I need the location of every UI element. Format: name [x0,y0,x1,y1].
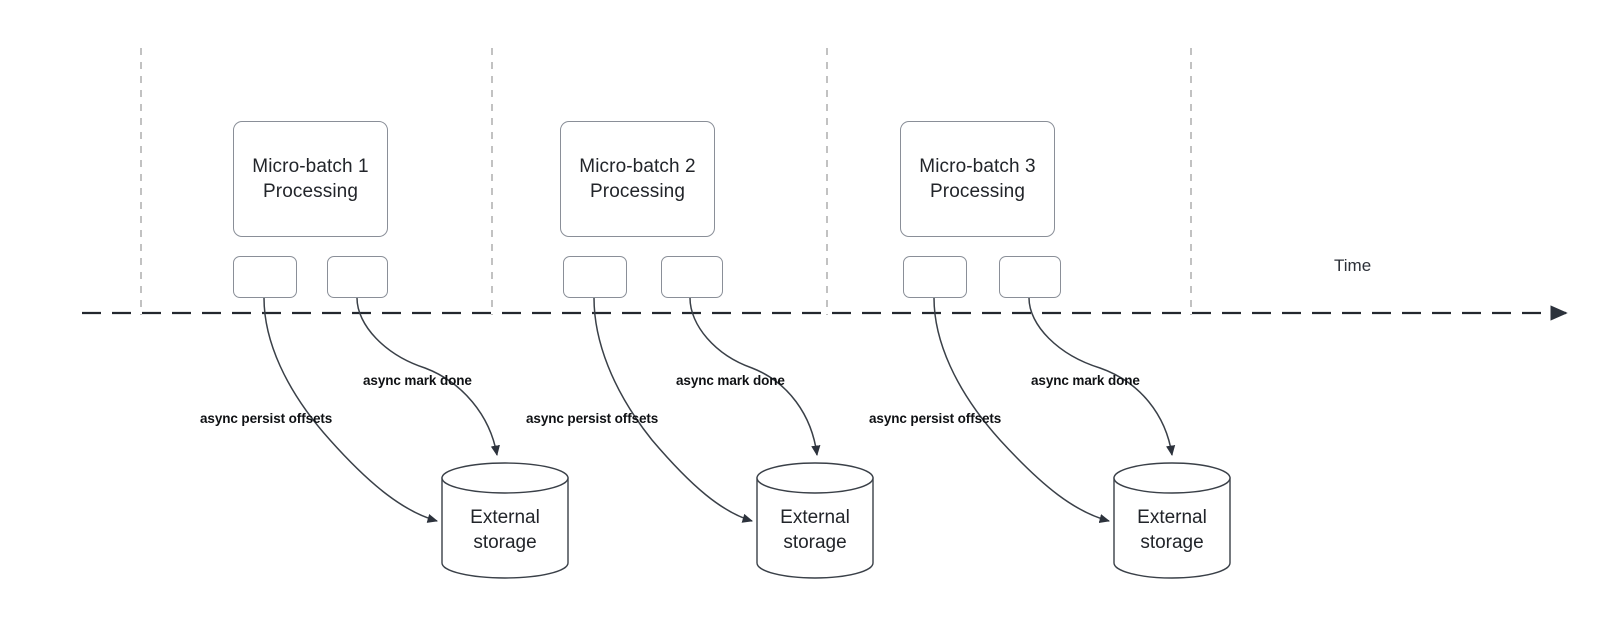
micro-batch-1-label: Micro-batch 1 Processing [252,156,369,202]
persist-offsets-path-1 [263,297,439,523]
external-storage-cylinder-1 [441,462,569,579]
micro-batch-1-mark-done-label: async mark done [363,373,472,388]
micro-batch-3-box[interactable]: Micro-batch 3 Processing [900,121,1055,237]
micro-batch-1-box[interactable]: Micro-batch 1 Processing [233,121,388,237]
micro-batch-2-label: Micro-batch 2 Processing [579,156,696,202]
external-storage-cylinder-3 [1113,462,1231,579]
boundary-lines [140,48,1192,315]
micro-batch-1-persist-offsets-label: async persist offsets [200,411,333,426]
micro-batch-3-mark-done-task[interactable] [999,256,1061,298]
time-axis-label: Time [1334,256,1372,275]
micro-batch-3-label: Micro-batch 3 Processing [919,156,1036,202]
persist-offsets-path-2 [593,297,754,523]
micro-batch-2-mark-done-task[interactable] [661,256,723,298]
micro-batch-3-persist-offsets-label: async persist offsets [869,411,1002,426]
micro-batch-2-mark-done-label: async mark done [676,373,785,388]
persist-offsets-path-3 [933,297,1111,524]
micro-batch-3-persist-offsets-task[interactable] [903,256,967,298]
micro-batch-2-persist-offsets-label: async persist offsets [526,411,659,426]
mark-done-path-1 [356,297,500,457]
external-storage-cylinder-2 [756,462,874,579]
micro-batch-3-mark-done-label: async mark done [1031,373,1140,388]
group-2-connectors [593,297,821,523]
mark-done-path-2 [689,297,821,457]
mark-done-path-3 [1028,297,1176,457]
micro-batch-1-persist-offsets-task[interactable] [233,256,297,298]
group-1-connectors [263,297,500,523]
group-3-connectors [933,297,1176,524]
micro-batch-1-mark-done-task[interactable] [327,256,388,298]
micro-batch-2-box[interactable]: Micro-batch 2 Processing [560,121,715,237]
micro-batch-2-persist-offsets-task[interactable] [563,256,627,298]
